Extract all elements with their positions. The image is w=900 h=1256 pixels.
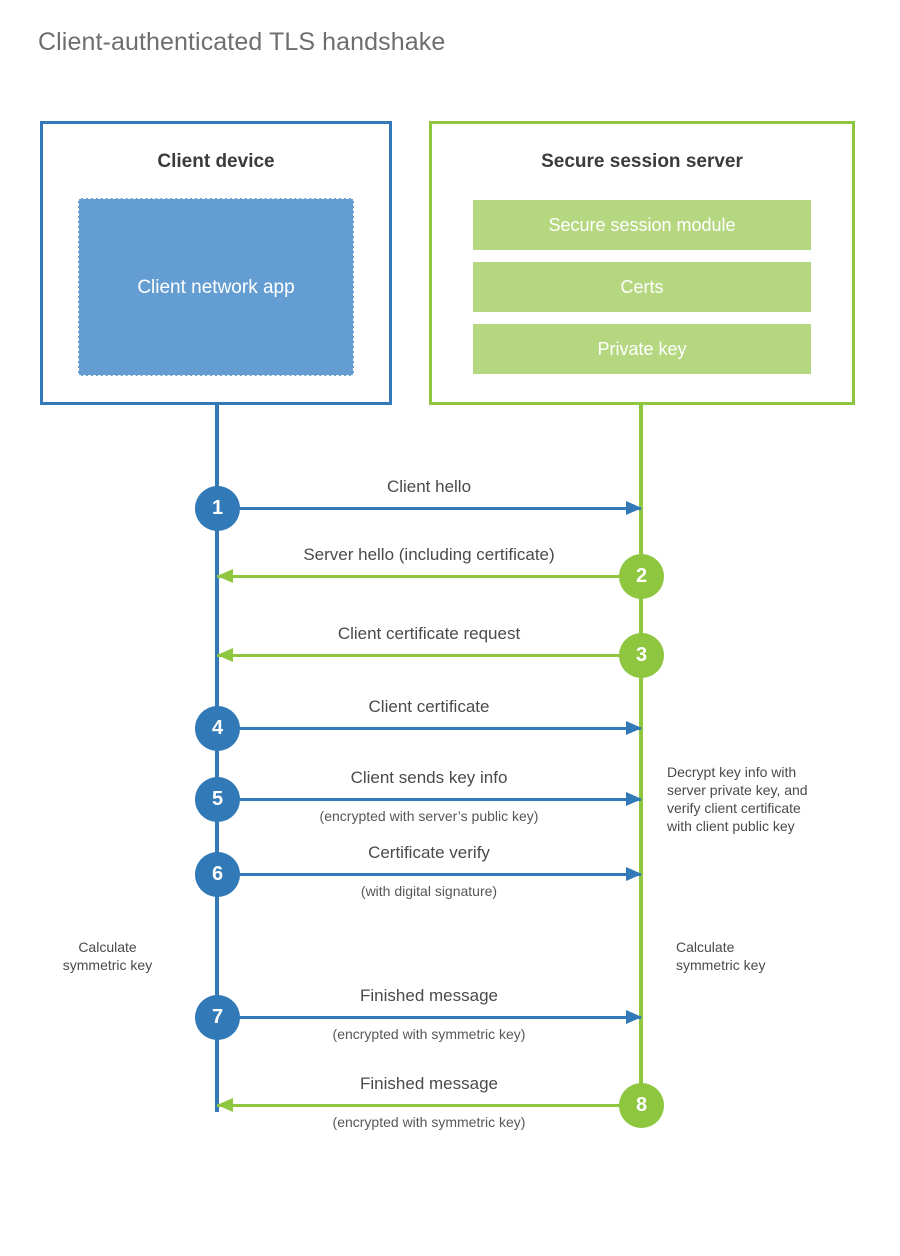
- step-number-badge-6: 6: [195, 852, 240, 897]
- server-component-certs: Certs: [473, 262, 811, 312]
- message-arrow-line: [217, 1016, 641, 1019]
- server-decrypt-note: Decrypt key info with server private key…: [667, 763, 857, 835]
- client-device-title: Client device: [157, 151, 275, 172]
- client-network-app-block: Client network app: [78, 198, 354, 376]
- note-line: Calculate: [676, 939, 735, 955]
- note-line: Calculate: [78, 939, 137, 955]
- arrow-head-icon: [626, 501, 642, 515]
- message-arrow-line: [217, 575, 641, 578]
- message-label: Client hello: [386, 477, 472, 496]
- arrow-head-icon: [626, 721, 642, 735]
- step-number-badge-5: 5: [195, 777, 240, 822]
- step-number-badge-3: 3: [619, 633, 664, 678]
- message-arrow-line: [217, 727, 641, 730]
- message-arrow-line: [217, 654, 641, 657]
- step-number-badge-7: 7: [195, 995, 240, 1040]
- note-line: symmetric key: [62, 957, 153, 973]
- server-components-list: Secure session module Certs Private key: [473, 200, 811, 386]
- note-line: symmetric key: [676, 957, 766, 973]
- client-network-app-label: Client network app: [137, 276, 295, 298]
- message-label: Client sends key info: [350, 768, 508, 787]
- step-number-badge-4: 4: [195, 706, 240, 751]
- message-sublabel: (with digital signature): [360, 883, 498, 899]
- note-line: server private key, and: [667, 782, 808, 798]
- arrow-head-icon: [217, 1098, 233, 1112]
- server-component-label: Secure session module: [548, 214, 736, 235]
- step-number-badge-2: 2: [619, 554, 664, 599]
- arrow-head-icon: [626, 792, 642, 806]
- server-component-secure-session-module: Secure session module: [473, 200, 811, 250]
- note-line: with client public key: [667, 818, 795, 834]
- message-sublabel: (encrypted with symmetric key): [332, 1114, 526, 1130]
- message-label: Finished message: [360, 986, 498, 1005]
- arrow-head-icon: [626, 867, 642, 881]
- client-calculate-symmetric-key-note: Calculate symmetric key: [20, 938, 195, 974]
- message-arrow-line: [217, 873, 641, 876]
- page-title: Client-authenticated TLS handshake: [38, 28, 446, 56]
- note-line: Decrypt key info with: [667, 764, 797, 780]
- message-arrow-line: [217, 798, 641, 801]
- server-lifeline: [639, 404, 643, 1105]
- secure-session-server-box: Secure session server Secure session mod…: [429, 121, 855, 405]
- server-component-label: Private key: [597, 338, 687, 359]
- server-component-private-key: Private key: [473, 324, 811, 374]
- message-sublabel: (encrypted with symmetric key): [332, 1026, 526, 1042]
- message-label: Client certificate: [368, 697, 490, 716]
- server-calculate-symmetric-key-note: Calculate symmetric key: [676, 938, 866, 974]
- client-device-box: Client device Client network app: [40, 121, 392, 405]
- step-number-badge-8: 8: [619, 1083, 664, 1128]
- message-label: Client certificate request: [337, 624, 521, 643]
- server-component-label: Certs: [620, 276, 664, 297]
- message-arrow-line: [217, 507, 641, 510]
- arrow-head-icon: [626, 1010, 642, 1024]
- secure-session-server-title: Secure session server: [541, 151, 743, 172]
- message-label: Finished message: [360, 1074, 498, 1093]
- note-line: verify client certificate: [667, 800, 801, 816]
- message-label: Server hello (including certificate): [303, 545, 555, 564]
- client-lifeline: [215, 404, 219, 1112]
- arrow-head-icon: [217, 569, 233, 583]
- step-number-badge-1: 1: [195, 486, 240, 531]
- message-sublabel: (encrypted with server’s public key): [319, 808, 539, 824]
- message-label: Certificate verify: [368, 843, 490, 862]
- message-arrow-line: [217, 1104, 641, 1107]
- arrow-head-icon: [217, 648, 233, 662]
